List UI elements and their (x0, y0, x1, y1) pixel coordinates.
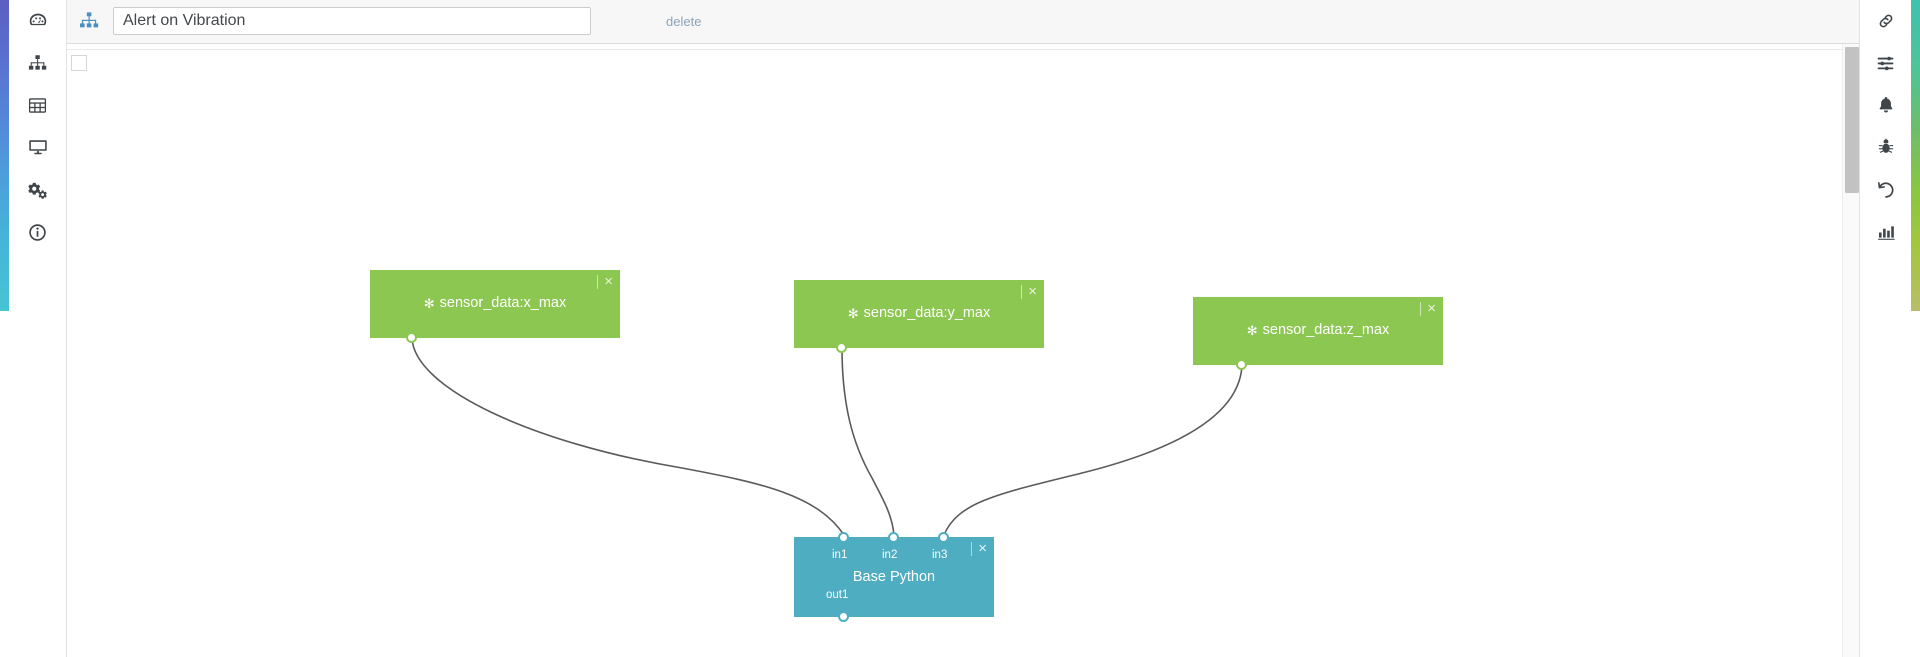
delete-flow-link[interactable]: delete (666, 14, 702, 29)
node-title-text: sensor_data:x_max (439, 295, 567, 311)
right-sidebar (1859, 0, 1920, 657)
history-undo-icon (1876, 180, 1896, 200)
node-title: Base Python (794, 569, 994, 585)
flow-node-sensor-z-max[interactable]: × ✻ sensor_data:z_max (1193, 297, 1443, 370)
node-input-port-in3[interactable] (938, 532, 949, 543)
panel-button-charts[interactable] (1860, 211, 1911, 253)
node-output-port[interactable] (406, 332, 417, 343)
node-title: ✻ sensor_data:y_max (794, 305, 1044, 322)
scrollbar-thumb[interactable] (1845, 47, 1859, 193)
sidebar-item-info[interactable] (9, 211, 66, 253)
sidebar-item-devices[interactable] (9, 126, 66, 168)
canvas-vertical-scrollbar[interactable] (1842, 43, 1860, 657)
node-title-text: sensor_data:y_max (863, 305, 991, 321)
flow-node-sensor-y-max[interactable]: × ✻ sensor_data:y_max (794, 280, 1044, 353)
link-chain-icon (1876, 11, 1896, 31)
node-input-port-in1[interactable] (838, 532, 849, 543)
left-sidebar (0, 0, 67, 657)
bell-icon (1876, 95, 1896, 115)
node-close-icon[interactable]: × (597, 273, 613, 290)
monitor-screen-icon (27, 136, 49, 158)
node-title-text: Base Python (852, 569, 936, 585)
bar-chart-icon (1876, 222, 1896, 242)
node-output-port[interactable] (1236, 359, 1247, 370)
flow-canvas[interactable]: × ✻ sensor_data:x_max × ✻ sensor_data:y_ma… (62, 43, 1860, 657)
sitemap-icon (74, 6, 104, 36)
asterisk-icon: ✻ (1246, 323, 1258, 338)
node-input-port-in2[interactable] (888, 532, 899, 543)
asterisk-icon: ✻ (847, 306, 859, 321)
panel-button-debug[interactable] (1860, 126, 1911, 168)
sliders-icon (1875, 53, 1896, 74)
node-close-icon[interactable]: × (971, 540, 987, 557)
node-input-label-in2: in2 (882, 549, 898, 561)
node-title-text: sensor_data:z_max (1262, 322, 1390, 338)
flow-node-base-python[interactable]: × in1 in2 in3 Base Python out1 (794, 532, 994, 622)
node-close-icon[interactable]: × (1021, 283, 1037, 300)
dashboard-gauge-icon (27, 10, 49, 32)
panel-button-properties[interactable] (1860, 42, 1911, 84)
node-output-label-out1: out1 (826, 589, 849, 601)
panel-button-connections[interactable] (1860, 0, 1911, 42)
sitemap-icon (27, 53, 48, 74)
sidebar-item-flows[interactable] (9, 42, 66, 84)
node-close-icon[interactable]: × (1420, 300, 1436, 317)
right-accent-gradient (1911, 0, 1920, 311)
panel-button-alerts[interactable] (1860, 84, 1911, 126)
sidebar-item-settings[interactable] (9, 169, 66, 211)
sidebar-item-data[interactable] (9, 84, 66, 126)
node-title: ✻ sensor_data:x_max (370, 295, 620, 312)
flow-title-input[interactable] (113, 7, 591, 35)
node-output-port-out1[interactable] (838, 611, 849, 622)
sidebar-item-dashboard[interactable] (9, 0, 66, 42)
left-accent-gradient (0, 0, 9, 311)
asterisk-icon: ✻ (423, 296, 435, 311)
info-circle-icon (27, 222, 48, 243)
node-input-label-in1: in1 (832, 549, 848, 561)
gears-icon (27, 179, 49, 201)
canvas-resize-handle[interactable] (71, 55, 87, 71)
node-title: ✻ sensor_data:z_max (1193, 322, 1443, 339)
node-input-label-in3: in3 (932, 549, 948, 561)
bug-icon (1876, 137, 1896, 157)
node-output-port[interactable] (836, 342, 847, 353)
flow-node-sensor-x-max[interactable]: × ✻ sensor_data:x_max (370, 270, 620, 343)
flow-toolbar: delete (66, 0, 1860, 44)
panel-button-history[interactable] (1860, 169, 1911, 211)
table-grid-icon (27, 95, 48, 116)
